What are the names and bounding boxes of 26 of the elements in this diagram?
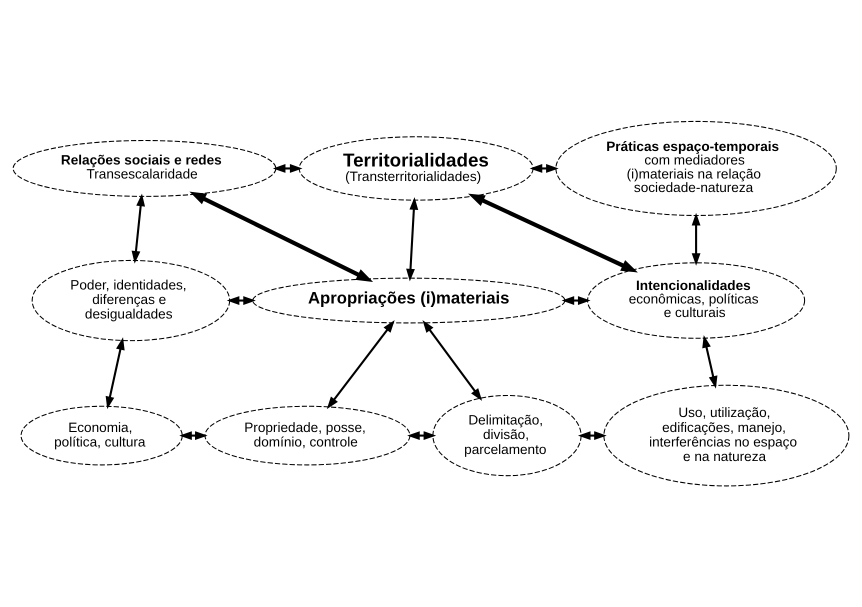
arrow [406, 197, 418, 282]
node-ellipse: Relações sociais e redes Transescalaridade [12, 140, 276, 197]
node-ellipse: Poder, identidades, diferenças e desigualdades [32, 260, 230, 342]
node-ellipse: Propriedade, posse, domínio, controle [204, 406, 410, 466]
arrow [468, 194, 638, 272]
arrow [578, 431, 607, 440]
node-ellipse: Apropriações (i)materiais [252, 278, 566, 324]
arrow [272, 164, 302, 173]
arrow [189, 192, 374, 282]
node-ellipse: Economia, política, cultura [20, 406, 183, 466]
arrow [422, 320, 482, 401]
node-ellipse: Delimitação, divisão, parcelamento [432, 394, 582, 476]
node-ellipse: Práticas espaço-temporais com mediadores (i)materiais na relação sociedade-natureza [555, 120, 837, 216]
arrow [702, 335, 718, 389]
arrow [326, 320, 395, 410]
arrow [106, 337, 125, 410]
arrow [530, 164, 559, 173]
arrow [179, 431, 208, 440]
arrow [407, 431, 436, 440]
node-ellipse: Intencionalidades econômicas, políticas e culturais [587, 262, 806, 339]
node-ellipse: Territorialidades (Transterritorialidades) [298, 136, 534, 201]
node-ellipse: Uso, utilização, edificações, manejo, interferências no espaço e na natureza [603, 384, 850, 486]
arrow [132, 194, 146, 264]
arrow [692, 212, 700, 266]
arrow [226, 296, 256, 305]
arrow [562, 296, 591, 305]
